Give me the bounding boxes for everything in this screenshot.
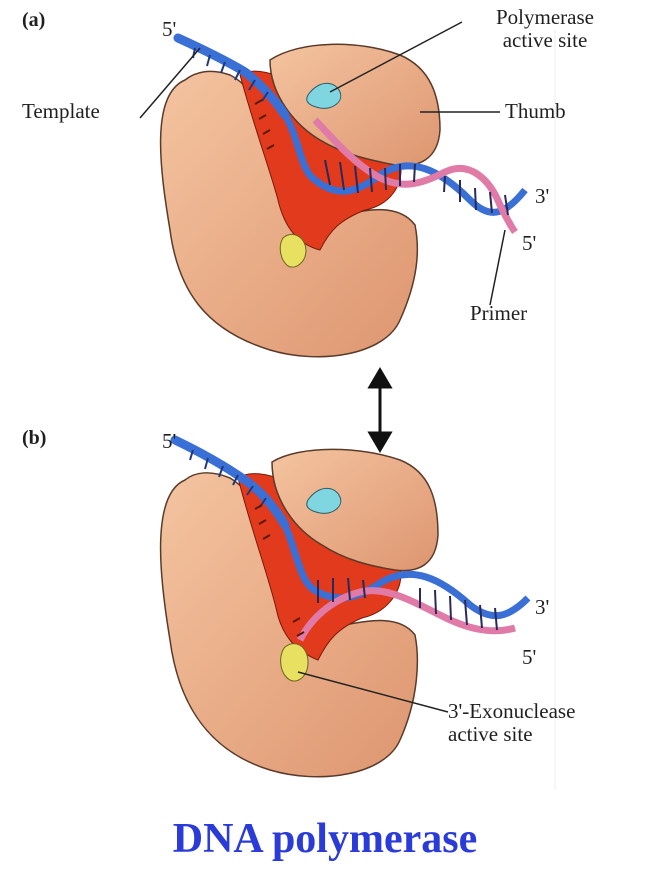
primer-5-prime-label-b: 5' (522, 646, 536, 669)
leader-primer (490, 230, 505, 305)
polymerase-active-site-label-line2: active site (470, 29, 620, 52)
figure-caption: DNA polymerase (0, 815, 650, 863)
panel-a (140, 22, 525, 357)
exonuclease-site (280, 234, 306, 267)
exonuclease-active-site-b (281, 644, 308, 681)
panel-b-label: (b) (22, 428, 46, 450)
exonuclease-active-site-label-line1: 3'-Exonuclease (448, 700, 575, 723)
primer-label: Primer (470, 302, 527, 325)
thumb-label: Thumb (505, 100, 566, 123)
exonuclease-active-site-label: 3'-Exonuclease active site (448, 700, 575, 745)
primer-5-prime-label-a: 5' (522, 232, 536, 255)
template-5-prime-label-a: 5' (162, 18, 176, 41)
three-prime-label-b: 3' (535, 596, 549, 619)
template-label: Template (22, 100, 100, 123)
polymerase-active-site-label-line1: Polymerase (470, 6, 620, 29)
three-prime-label-a: 3' (535, 185, 549, 208)
panel-a-label: (a) (22, 10, 45, 32)
template-5-prime-label-b: 5' (162, 430, 176, 453)
conformational-change-arrow (370, 370, 390, 450)
polymerase-active-site-label: Polymerase active site (470, 6, 620, 51)
exonuclease-active-site-label-line2: active site (448, 723, 575, 746)
